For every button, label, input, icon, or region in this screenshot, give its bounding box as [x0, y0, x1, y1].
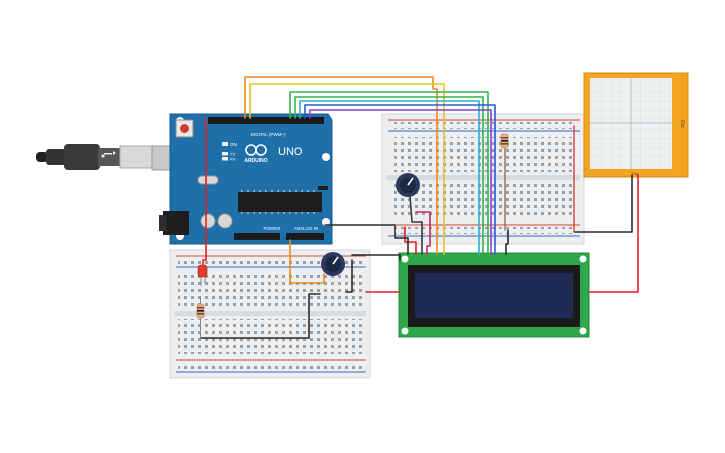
svg-text:UNO: UNO [278, 146, 303, 158]
power-jack[interactable] [159, 211, 189, 235]
uno-label: UNO [278, 146, 303, 158]
potentiometer-top[interactable] [396, 173, 420, 197]
power-label: POWER [263, 226, 281, 231]
wire-red-rail [404, 226, 417, 255]
wire-black-pot2 [345, 259, 353, 293]
wire-purple [309, 109, 492, 255]
power-header[interactable] [234, 233, 280, 240]
wire-black-res [200, 293, 321, 339]
svg-text:RX: RX [230, 157, 236, 162]
lcd-16x2[interactable] [398, 252, 590, 338]
wire-orange-pot [289, 239, 325, 284]
analog-label: ANALOG IN [294, 226, 319, 231]
oscilloscope[interactable] [583, 72, 689, 178]
analog-header[interactable] [286, 233, 324, 240]
digital-label: DIGITAL (PWM~) [251, 132, 286, 137]
arduino-uno-board[interactable]: DIGITAL (PWM~) ON TX RX ARDUINO UNO [159, 113, 333, 245]
red-led[interactable] [197, 264, 208, 286]
svg-text:ON: ON [230, 142, 237, 147]
atmega-chip [238, 186, 328, 214]
wire-green-1 [289, 91, 489, 255]
wires[interactable] [200, 76, 639, 339]
svg-text:DIGITAL (PWM~): DIGITAL (PWM~) [251, 132, 286, 137]
wire-green-2 [294, 96, 484, 255]
wire-dark-pot [409, 195, 423, 255]
arduino-logo: ARDUINO [244, 144, 268, 164]
wire-black-gnd [324, 224, 409, 255]
tx-rx-leds: TX RX [222, 152, 236, 162]
svg-text:ARDUINO: ARDUINO [244, 158, 267, 164]
oscilloscope-trig-label: Trig [632, 171, 639, 176]
usb-cable[interactable] [36, 144, 189, 171]
wire-orange [244, 76, 438, 255]
oscilloscope-side-label: Osc [679, 120, 685, 129]
svg-text:TX: TX [230, 152, 235, 157]
wire-red-scope [588, 174, 639, 293]
wire-black-scope [574, 174, 633, 233]
svg-text:POWER: POWER [263, 226, 281, 231]
svg-text:ANALOG IN: ANALOG IN [294, 226, 319, 231]
svg-text:Trig: Trig [632, 171, 639, 176]
wire-black-pot [351, 254, 401, 261]
on-led: ON [222, 142, 237, 147]
wire-pink [415, 211, 431, 255]
wire-cyan [299, 100, 480, 255]
resistor-top[interactable] [500, 133, 509, 149]
potentiometer-bottom[interactable] [321, 252, 345, 276]
wire-yellow [249, 83, 445, 255]
wire-black-top [505, 229, 509, 255]
resistor-bottom[interactable] [196, 296, 205, 338]
capacitors [200, 213, 233, 229]
reset-button[interactable] [175, 119, 194, 138]
svg-text:Osc: Osc [679, 120, 685, 129]
wire-blue [304, 104, 496, 255]
crystal-oscillator [197, 175, 219, 185]
digital-header[interactable] [208, 117, 324, 124]
wire-red-5v [202, 117, 207, 273]
